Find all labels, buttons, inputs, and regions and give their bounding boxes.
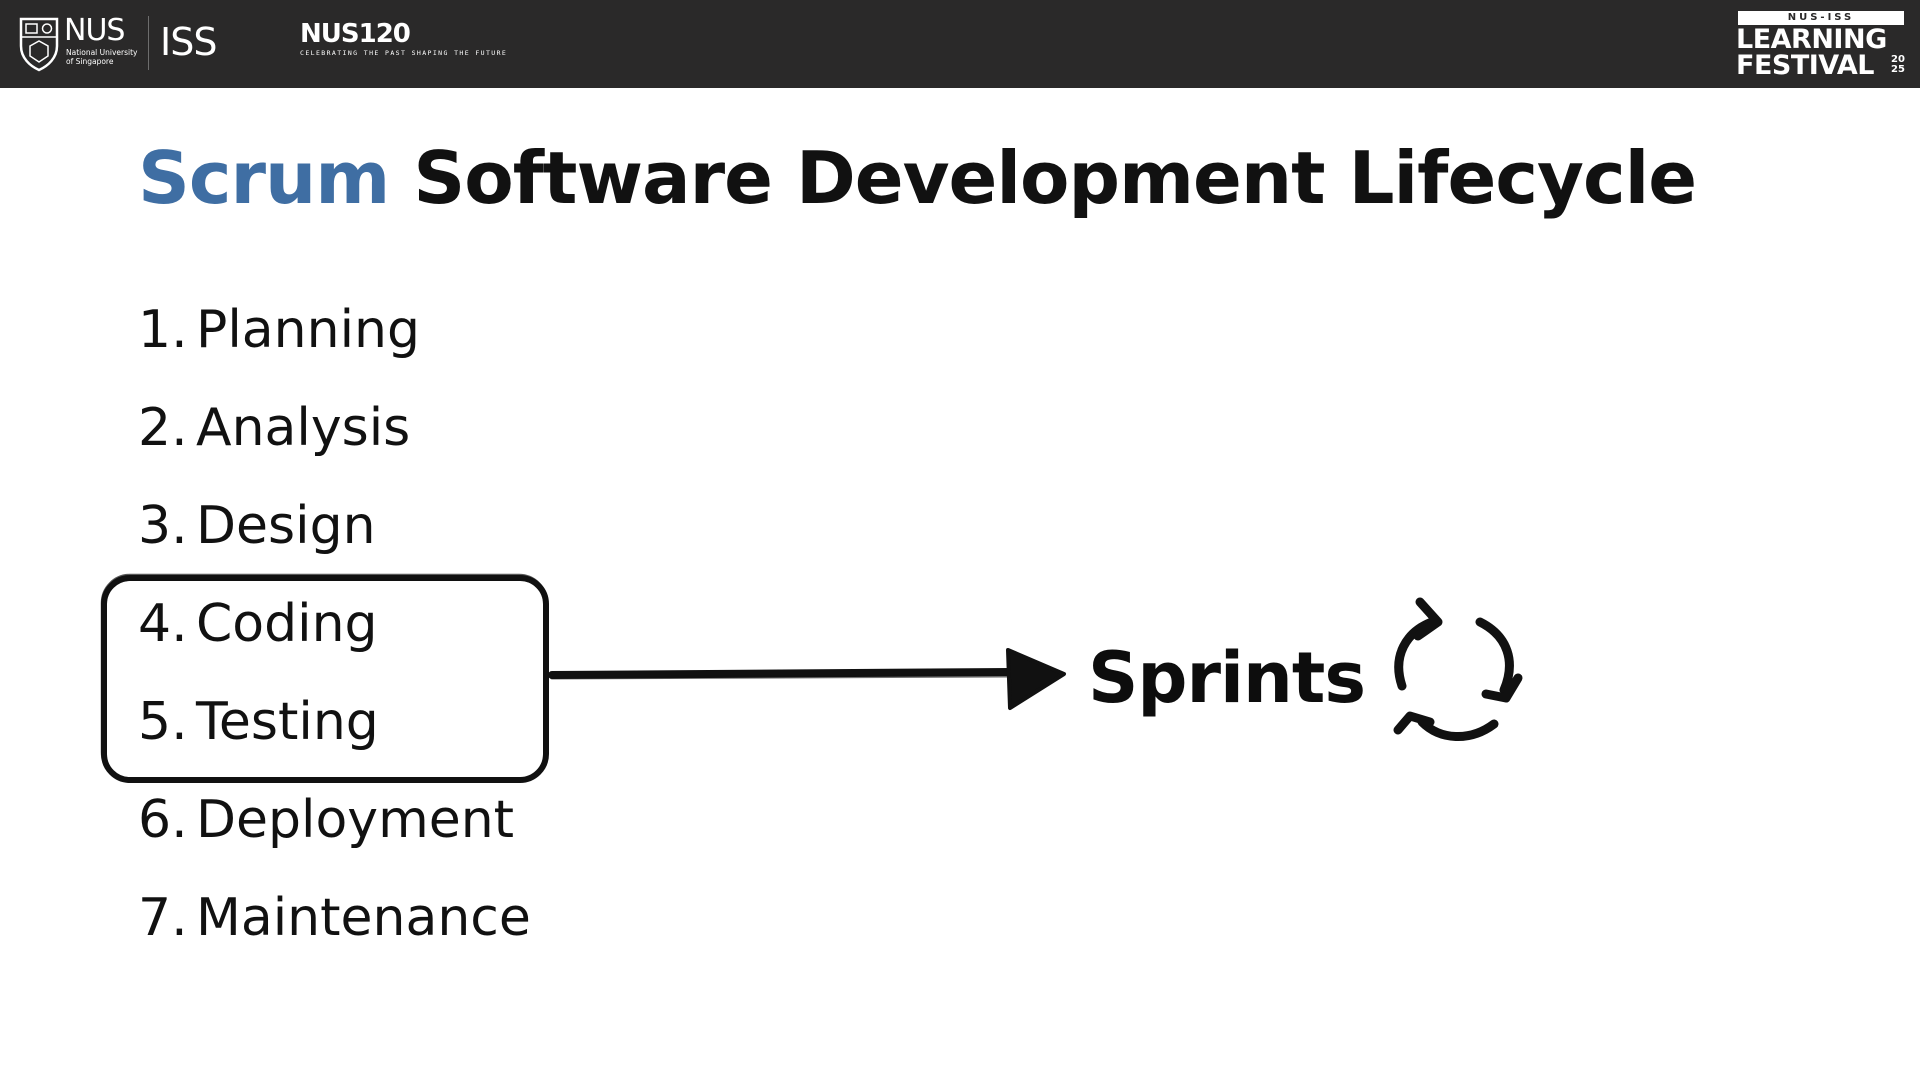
iss-wordmark: ISS — [160, 20, 217, 64]
refresh-cycle-icon — [1393, 597, 1523, 741]
highlight-box — [100, 573, 549, 783]
page-title: Scrum Software Development Lifecycle — [138, 136, 1697, 220]
learning-festival-logo: NUS-ISS LEARNING FESTIVAL 2025 — [1736, 11, 1908, 81]
arrow-right-icon — [548, 648, 1066, 710]
step-label: Maintenance — [196, 888, 531, 948]
nus120-wordmark: NUS120 — [300, 19, 411, 49]
list-item: 3.Design — [138, 491, 531, 589]
nus-subtitle: National University of Singapore — [66, 48, 138, 66]
step-number: 7. — [138, 888, 188, 948]
list-item: 5.Testing — [138, 687, 531, 785]
nus-shield-icon — [19, 17, 59, 72]
step-number: 3. — [138, 496, 188, 556]
list-item: 4.Coding — [138, 589, 531, 687]
list-item: 1.Planning — [138, 295, 531, 393]
festival-org-label: NUS-ISS — [1738, 11, 1904, 25]
nus120-logo: NUS120 CELEBRATING THE PAST SHAPING THE … — [300, 18, 506, 70]
festival-year: 2025 — [1891, 54, 1905, 75]
iss-logo: ISS — [160, 18, 260, 68]
festival-line1: LEARNING — [1736, 24, 1887, 55]
sprints-label: Sprints — [1088, 637, 1366, 719]
step-number: 6. — [138, 790, 188, 850]
nus120-tagline: CELEBRATING THE PAST SHAPING THE FUTURE — [300, 49, 508, 57]
step-number: 4. — [138, 594, 188, 654]
step-label: Analysis — [196, 398, 411, 458]
festival-line2: FESTIVAL — [1736, 50, 1874, 81]
step-number: 5. — [138, 692, 188, 752]
nus-logo: NUS National University of Singapore — [18, 14, 143, 74]
step-label: Deployment — [196, 790, 515, 850]
list-item: 6.Deployment — [138, 785, 531, 883]
lifecycle-steps-list: 1.Planning 2.Analysis 3.Design 4.Coding … — [138, 295, 531, 981]
logo-divider — [148, 16, 149, 70]
step-label: Testing — [196, 692, 379, 752]
step-label: Design — [196, 496, 376, 556]
title-rest: Software Development Lifecycle — [413, 136, 1697, 220]
nus-wordmark: NUS — [64, 13, 125, 48]
step-label: Coding — [196, 594, 378, 654]
step-number: 1. — [138, 300, 188, 360]
step-label: Planning — [196, 300, 420, 360]
step-number: 2. — [138, 398, 188, 458]
list-item: 2.Analysis — [138, 393, 531, 491]
list-item: 7.Maintenance — [138, 883, 531, 981]
title-accent: Scrum — [138, 136, 390, 220]
header-bar: NUS National University of Singapore ISS… — [0, 0, 1920, 88]
